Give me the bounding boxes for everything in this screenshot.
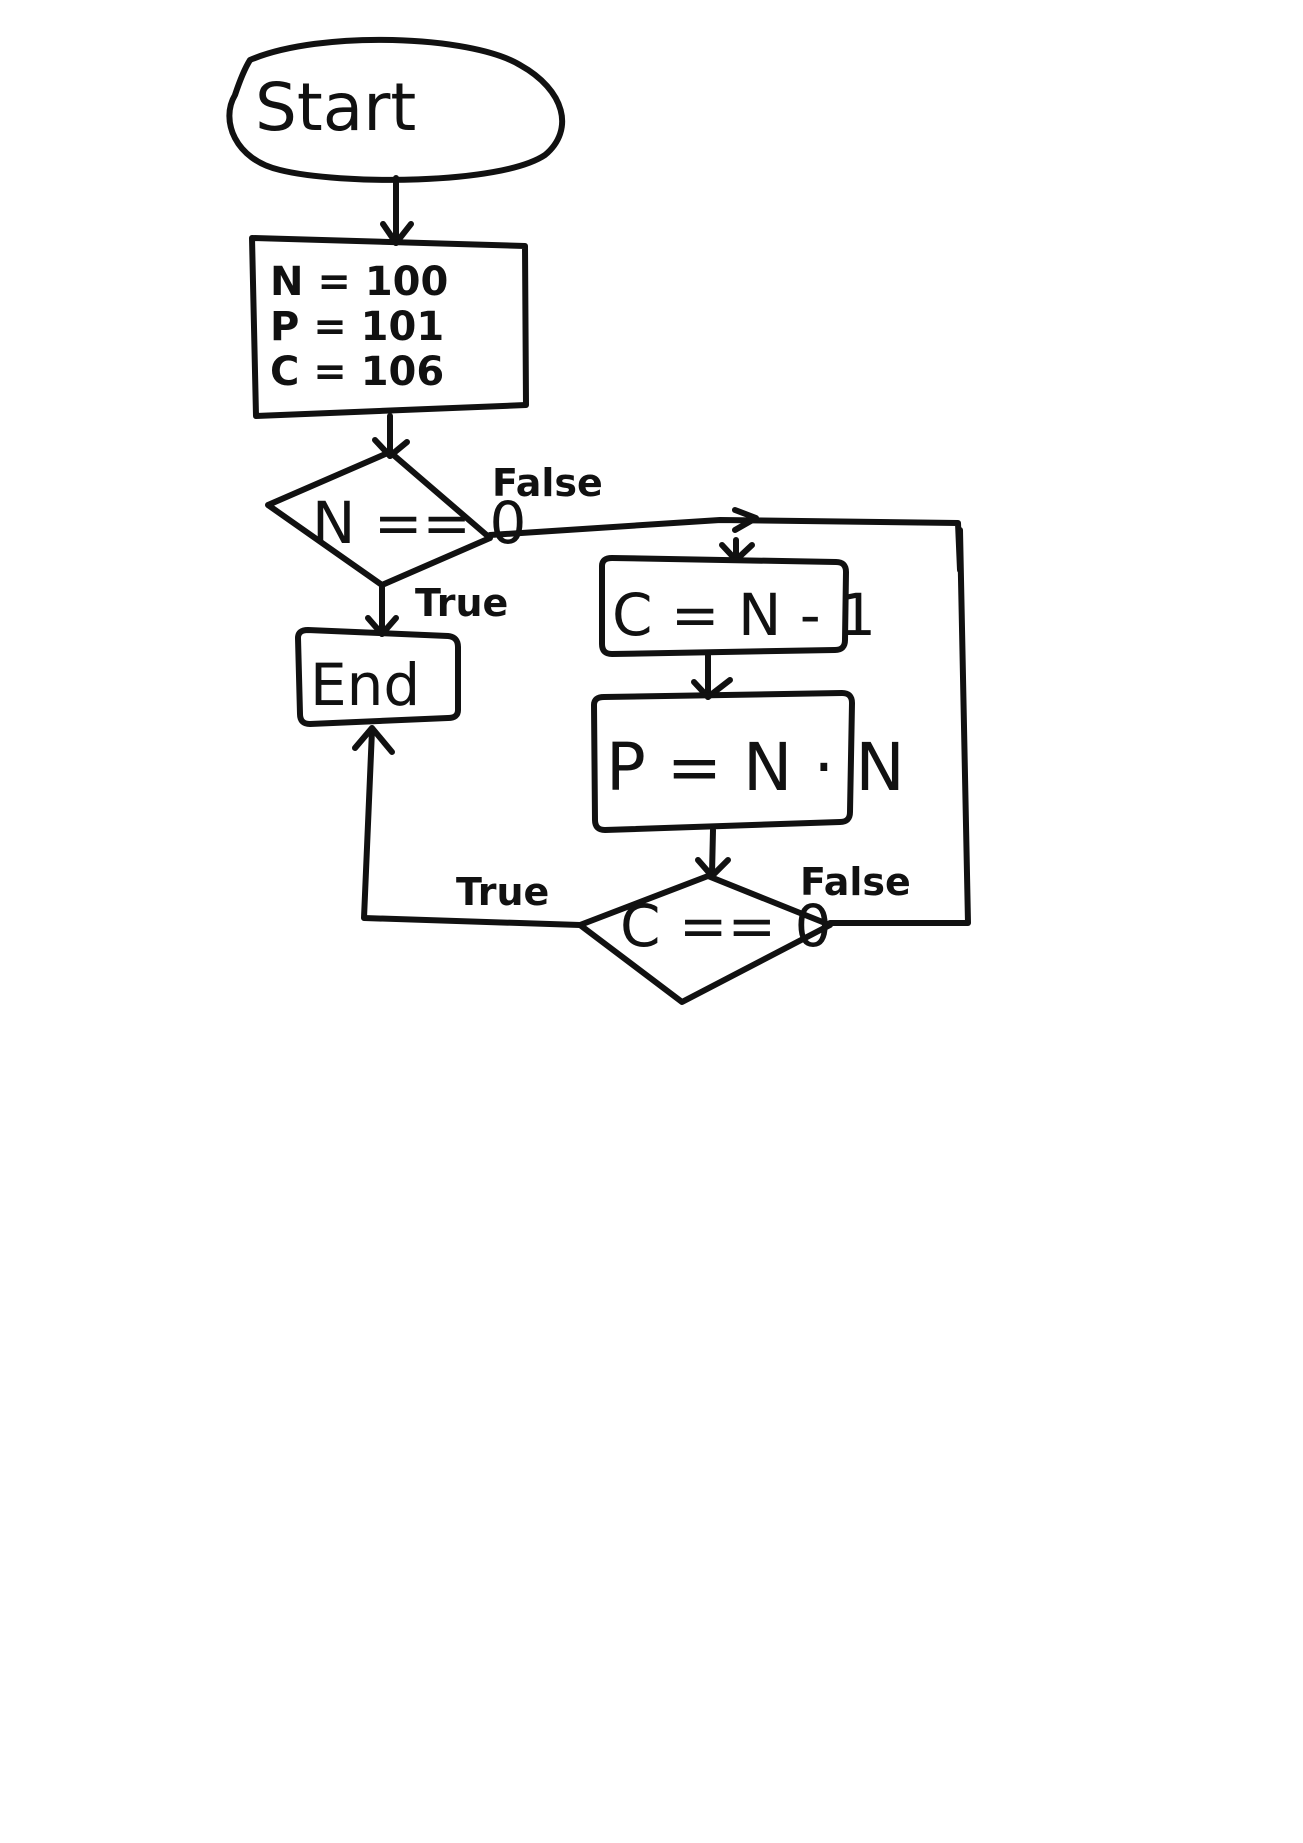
init-box xyxy=(249,235,529,419)
edge-n-false-label: False xyxy=(492,461,603,505)
decision-n-node: N == 0 xyxy=(265,449,526,588)
step-c-box xyxy=(599,555,849,657)
arrow-step-c-to-step-p xyxy=(691,651,733,700)
arrow-start-to-init xyxy=(380,175,414,246)
init-node: N = 100 P = 101 C = 106 xyxy=(249,235,529,419)
edge-c-false-label: False xyxy=(800,860,911,904)
start-oval xyxy=(226,36,566,183)
arrow-n-true-to-end xyxy=(365,582,399,637)
end-node: End xyxy=(295,627,461,727)
start-label: Start xyxy=(255,69,416,146)
arrow-c-false-loop xyxy=(827,527,971,926)
decision-c-label: C == 0 xyxy=(620,892,831,960)
step-p-node: P = N · N xyxy=(591,690,905,833)
init-line-p: P = 101 xyxy=(270,304,444,350)
step-p-label: P = N · N xyxy=(606,729,905,806)
end-label: End xyxy=(310,651,420,719)
step-p-box xyxy=(591,690,855,833)
arrow-c-true-to-end xyxy=(352,725,583,928)
init-line-n: N = 100 xyxy=(270,259,448,305)
edge-c-true-label: True xyxy=(456,870,549,914)
init-line-c: C = 106 xyxy=(270,349,444,395)
arrow-step-p-to-decision-c xyxy=(695,827,731,879)
decision-c-node: C == 0 xyxy=(577,873,833,1005)
step-c-node: C = N - 1 xyxy=(599,555,876,657)
decision-n-label: N == 0 xyxy=(312,489,526,557)
end-box xyxy=(295,627,461,727)
step-c-label: C = N - 1 xyxy=(612,581,876,649)
edge-n-true-label: True xyxy=(415,581,508,625)
start-node: Start xyxy=(226,36,566,183)
